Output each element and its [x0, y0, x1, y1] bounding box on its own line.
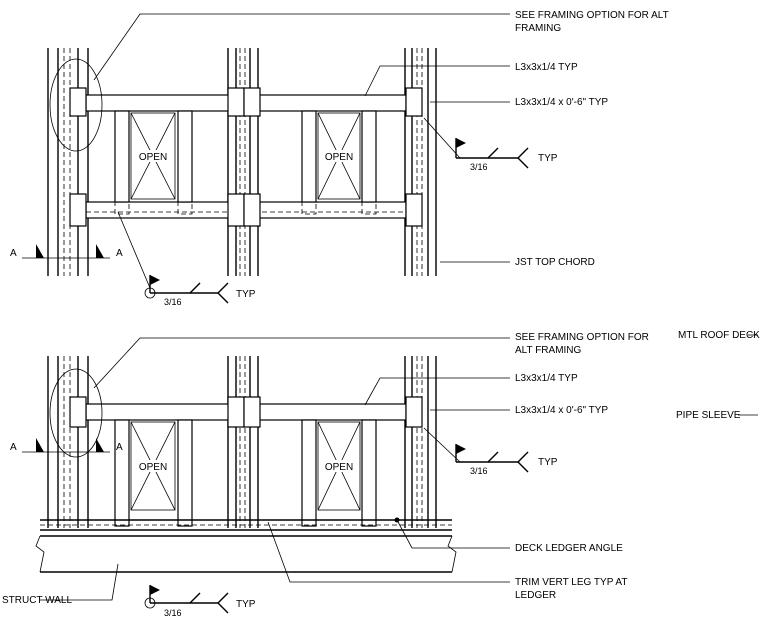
top-detail: OPEN OPEN SEE FRAMING OPTION FOR ALT FRA… — [10, 10, 669, 307]
weld-symbol-bottom: 3/16 TYP — [144, 585, 256, 618]
alt-framing-ellipse — [49, 58, 103, 152]
callout-angle-typ: L3x3x1/4 TYP — [515, 373, 578, 384]
weld-note: TYP — [236, 289, 256, 300]
joist-left — [47, 356, 89, 528]
callout-angle-length: L3x3x1/4 x 0'-6" TYP — [515, 97, 608, 108]
alt-framing-ellipse — [49, 368, 103, 458]
weld-symbol-right: 3/16 TYP — [455, 138, 558, 172]
weld-symbol-right: 3/16 TYP — [455, 444, 558, 476]
deck-ledger-angle — [40, 517, 452, 531]
joist-middle — [227, 48, 259, 276]
weld-size: 3/16 — [164, 608, 182, 618]
section-mark-label: A — [116, 248, 123, 259]
section-cut-a: A A — [10, 438, 123, 453]
callout-deck-ledger: DECK LEDGER ANGLE — [515, 543, 623, 554]
struct-wall — [35, 535, 457, 573]
weld-note: TYP — [538, 457, 558, 468]
section-mark-label: A — [10, 248, 17, 259]
legend-pipe-sleeve: PIPE SLEEVE — [676, 410, 741, 421]
bottom-detail: OPEN OPEN — [2, 332, 649, 618]
joist-left — [47, 48, 89, 276]
clip-angles — [69, 396, 423, 428]
weld-note: TYP — [538, 153, 558, 164]
callout-trim-2: LEDGER — [515, 590, 556, 601]
opening-posts — [114, 110, 377, 215]
joist-right — [404, 356, 437, 528]
joist-right — [404, 48, 437, 276]
angle-upper — [85, 94, 407, 112]
callout-alt-framing-2: ALT FRAMING — [515, 345, 582, 356]
opening-label: OPEN — [325, 462, 353, 473]
opening-2: OPEN — [317, 112, 361, 200]
joist-middle — [227, 356, 259, 528]
leader-lines — [40, 337, 510, 601]
opening-1: OPEN — [130, 421, 176, 511]
legend: MTL ROOF DECK PIPE SLEEVE — [676, 330, 760, 421]
leader-lines — [93, 13, 510, 263]
weld-symbol-bottom: 3/16 TYP — [117, 211, 256, 307]
opening-label: OPEN — [325, 152, 353, 163]
section-mark-label: A — [116, 442, 123, 453]
opening-2: OPEN — [317, 421, 361, 511]
callout-struct-wall: STRUCT WALL — [2, 595, 72, 606]
callout-joist-top-chord: JST TOP CHORD — [515, 257, 595, 268]
opening-1: OPEN — [130, 112, 176, 200]
callout-alt-framing-1: SEE FRAMING OPTION FOR ALT — [515, 10, 669, 21]
section-cut-a: A A — [10, 244, 123, 259]
weld-size: 3/16 — [470, 162, 488, 172]
callout-alt-framing-2: FRAMING — [515, 23, 561, 34]
callout-angle-length: L3x3x1/4 x 0'-6" TYP — [515, 405, 608, 416]
weld-size: 3/16 — [470, 466, 488, 476]
callout-alt-framing-1: SEE FRAMING OPTION FOR — [515, 332, 649, 343]
clip-angles — [69, 87, 423, 227]
legend-roof-deck: MTL ROOF DECK — [678, 330, 760, 341]
weld-size: 3/16 — [164, 297, 182, 307]
section-mark-label: A — [10, 442, 17, 453]
opening-label: OPEN — [139, 152, 167, 163]
opening-posts — [114, 419, 377, 527]
callout-trim-1: TRIM VERT LEG TYP AT — [515, 577, 627, 588]
opening-label: OPEN — [139, 462, 167, 473]
callout-angle-typ: L3x3x1/4 TYP — [515, 62, 578, 73]
weld-note: TYP — [236, 599, 256, 610]
